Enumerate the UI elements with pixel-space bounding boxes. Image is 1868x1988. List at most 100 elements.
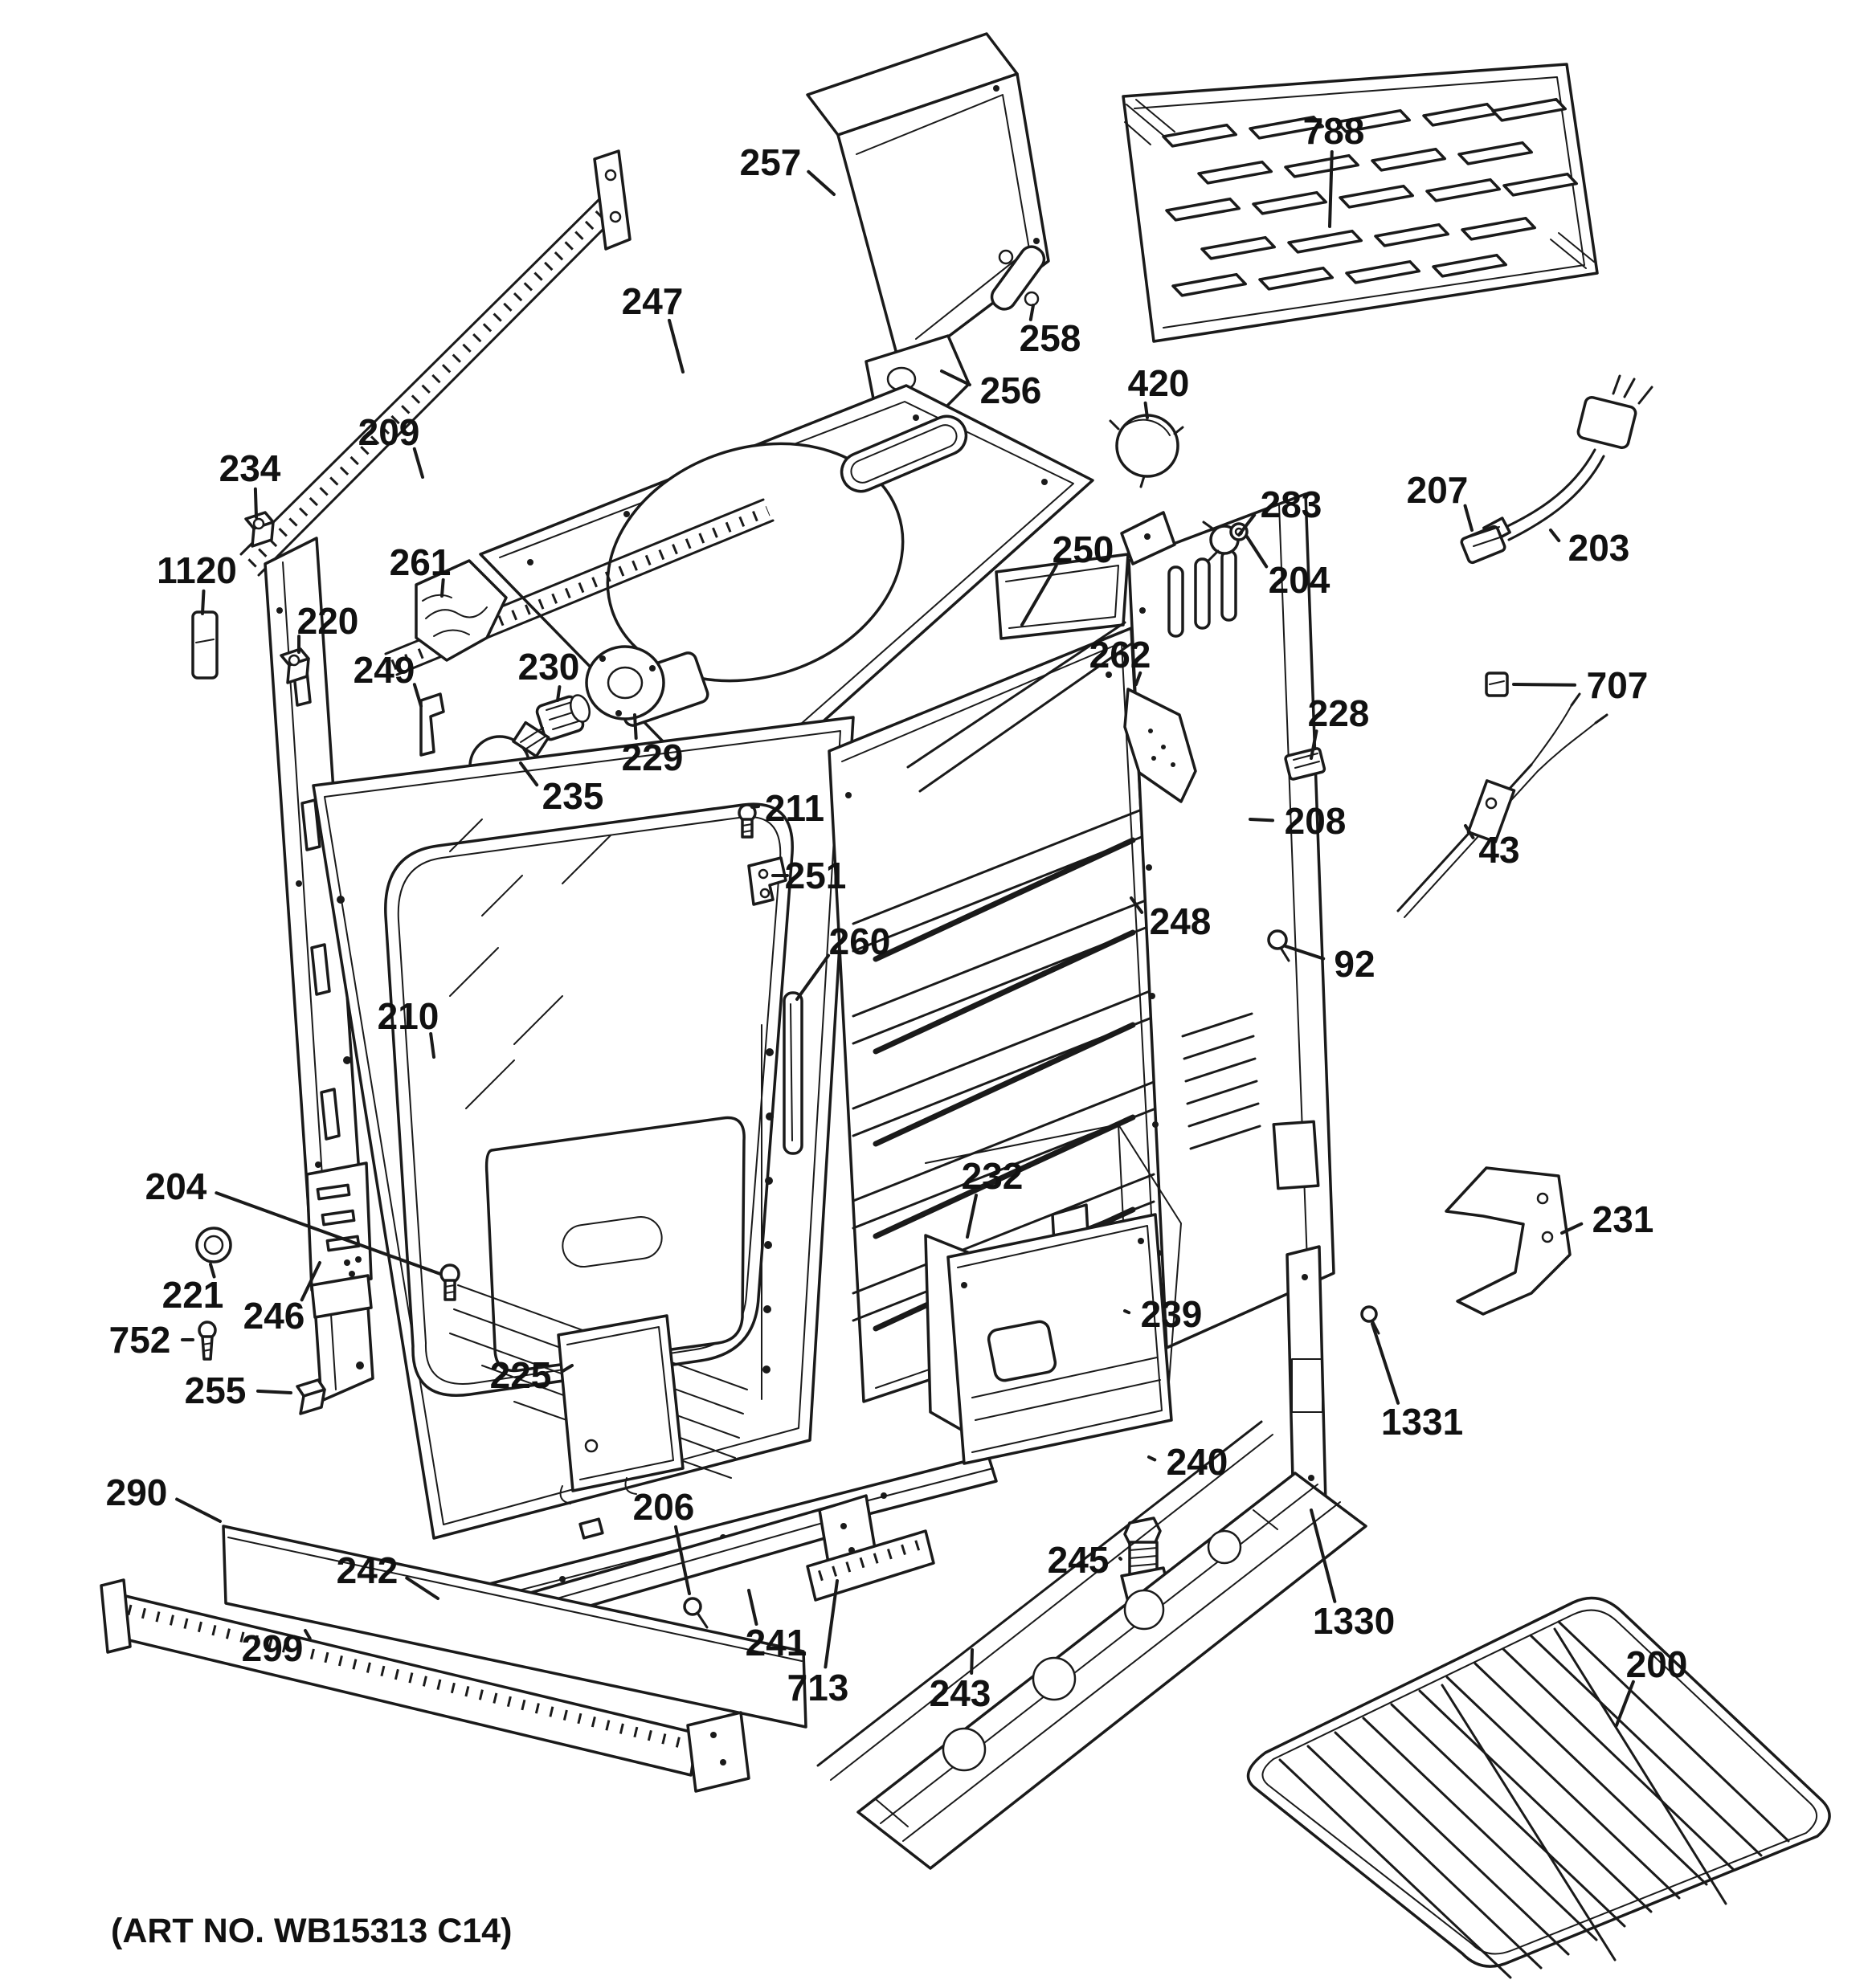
callout-246-38: 246	[243, 1295, 305, 1337]
callout-43-25: 43	[1478, 829, 1519, 871]
grommet-221	[195, 1227, 232, 1263]
leader-206-45	[674, 1525, 691, 1595]
lower-front-panel-240	[946, 1213, 1173, 1465]
callout-262-18: 262	[1089, 634, 1151, 676]
leader-207-9	[1463, 504, 1474, 532]
leader-204-14	[1245, 535, 1269, 569]
leader-234-7	[253, 487, 258, 519]
bracket-251	[747, 856, 787, 906]
round-cover-420	[1109, 414, 1184, 488]
leader-257-0	[807, 169, 836, 196]
trim-plate-1120	[191, 610, 219, 680]
screw-1331	[1360, 1305, 1380, 1335]
callout-231-32: 231	[1592, 1198, 1654, 1240]
callout-255-41: 255	[185, 1370, 247, 1411]
leader-247-2	[668, 318, 685, 374]
leader-228-19	[1310, 729, 1318, 760]
oven-liner-bottom	[484, 1116, 746, 1373]
callout-204-14: 204	[1269, 559, 1330, 601]
callout-234-7: 234	[219, 447, 281, 489]
clip-nut-220	[280, 647, 310, 684]
rear-vent-panel-788	[1122, 63, 1599, 343]
callout-92-29: 92	[1334, 943, 1375, 985]
callout-258-3: 258	[1020, 317, 1081, 359]
screw-204-lower	[439, 1263, 460, 1301]
leader-1330-40	[1310, 1508, 1337, 1603]
leader-232-31	[966, 1194, 978, 1239]
callout-235-22: 235	[542, 775, 604, 817]
leader-230-17	[556, 685, 562, 702]
screw-211	[738, 803, 757, 839]
burner-assembly-243	[816, 1420, 1367, 1870]
pressure-regulator-245	[1120, 1517, 1171, 1603]
oven-rack-200	[1246, 1596, 1831, 1979]
leader-299-51	[304, 1629, 312, 1640]
callout-232-31: 232	[962, 1155, 1024, 1197]
leader-221-35	[209, 1263, 216, 1279]
base-plate-713	[806, 1529, 935, 1602]
leader-203-10	[1549, 529, 1561, 543]
lid-panel-257	[806, 32, 1050, 374]
callout-206-45: 206	[633, 1486, 695, 1528]
callout-229-21: 229	[622, 737, 684, 778]
clip-255	[296, 1378, 326, 1415]
insulation-block-262	[906, 621, 1197, 803]
lamp-socket-230	[535, 694, 591, 741]
callout-243-48: 243	[930, 1672, 991, 1714]
drawer-panel-290	[222, 1525, 807, 1729]
leader-1120-11	[201, 589, 206, 615]
callout-210-30: 210	[378, 995, 439, 1037]
leader-211-23	[750, 805, 760, 809]
callout-752-39: 752	[109, 1319, 171, 1361]
callout-250-13: 250	[1053, 529, 1114, 570]
callout-707-20: 707	[1587, 664, 1649, 706]
callout-299-51: 299	[242, 1627, 304, 1669]
leader-262-18	[1134, 671, 1142, 686]
leader-208-24	[1249, 818, 1275, 823]
art-number: (ART NO. WB15313 C14)	[111, 1912, 512, 1950]
leader-43-25	[1464, 824, 1475, 839]
leader-231-32	[1560, 1222, 1584, 1235]
leader-235-22	[519, 761, 539, 787]
clip-nut-234	[244, 511, 275, 548]
callout-230-17: 230	[518, 646, 580, 688]
leader-245-49	[1118, 1557, 1122, 1561]
callout-239-34: 239	[1141, 1293, 1203, 1335]
callout-248-27: 248	[1150, 900, 1212, 942]
callout-225-42: 225	[490, 1354, 552, 1396]
callout-713-47: 713	[787, 1667, 849, 1708]
callout-247-2: 247	[622, 280, 684, 322]
anti-tip-bracket-231	[1445, 1166, 1572, 1316]
rear-side-panel-208	[1120, 492, 1335, 1349]
callout-261-12: 261	[390, 541, 452, 583]
callout-1120-11: 1120	[157, 549, 237, 591]
leader-707-20	[1512, 683, 1577, 687]
screw-752	[198, 1321, 217, 1361]
leader-240-37	[1147, 1455, 1157, 1462]
leader-788-1	[1328, 149, 1334, 228]
leader-250-13	[1020, 564, 1058, 627]
leader-239-34	[1123, 1309, 1131, 1315]
leader-209-6	[412, 447, 424, 479]
leader-1331-36	[1371, 1322, 1400, 1405]
screw-206	[683, 1597, 709, 1629]
leader-290-43	[175, 1497, 222, 1523]
leader-249-16	[412, 683, 423, 708]
leader-261-12	[440, 578, 445, 598]
access-cover-225	[557, 1314, 685, 1504]
leader-200-50	[1615, 1680, 1635, 1727]
callout-245-49: 245	[1048, 1539, 1110, 1581]
hinge-link-258	[990, 245, 1046, 311]
lamp-flange-229	[585, 645, 665, 720]
callout-241-46: 241	[746, 1622, 807, 1663]
callout-257-0: 257	[740, 141, 802, 183]
leader-256-5	[940, 369, 971, 387]
callout-240-37: 240	[1167, 1441, 1228, 1483]
front-trim-299	[100, 1578, 750, 1793]
callout-251-26: 251	[785, 855, 847, 896]
callout-220-15: 220	[297, 600, 359, 642]
callout-209-6: 209	[358, 411, 420, 453]
callout-249-16: 249	[354, 649, 415, 691]
